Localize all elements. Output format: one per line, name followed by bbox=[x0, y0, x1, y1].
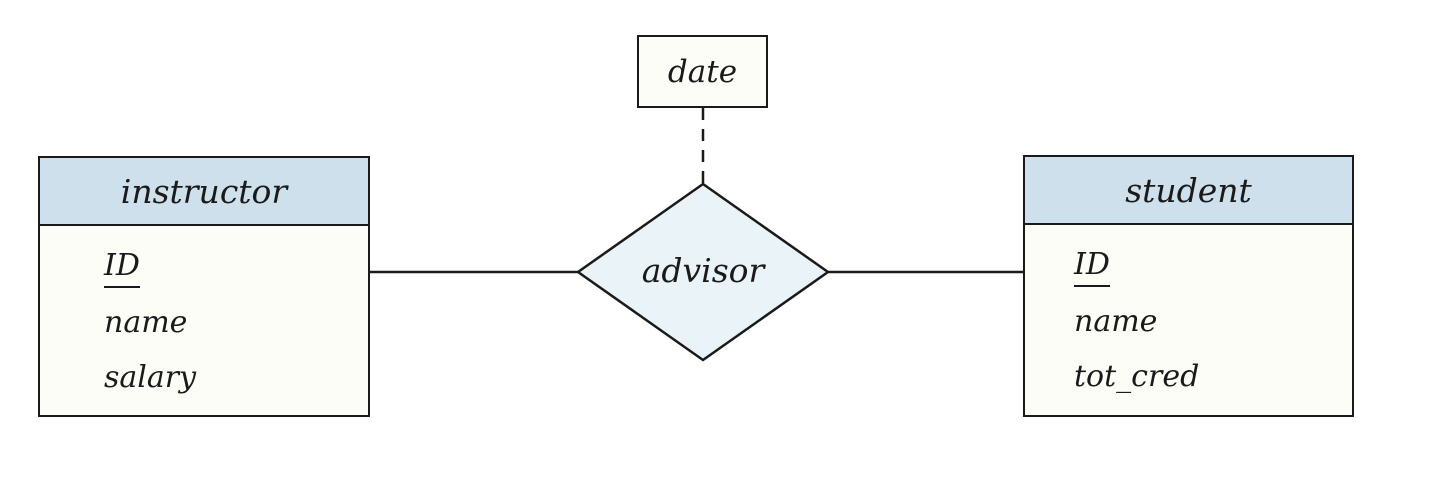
relationship-diamond bbox=[575, 182, 831, 362]
attribute-label-primary-key: ID bbox=[1074, 247, 1110, 287]
attribute-row: ID bbox=[104, 240, 368, 295]
attribute-row: name bbox=[104, 295, 368, 350]
entity-name-student: student bbox=[1125, 170, 1252, 210]
entity-name-instructor: instructor bbox=[120, 171, 288, 211]
attribute-label: tot_cred bbox=[1074, 359, 1200, 394]
entity-attribute-list: ID name salary bbox=[40, 226, 368, 405]
entity-header: student bbox=[1025, 157, 1352, 225]
attribute-label: salary bbox=[104, 360, 197, 395]
descriptive-attribute-box-date: date bbox=[637, 35, 768, 108]
entity-header: instructor bbox=[40, 158, 368, 226]
entity-box-student: student ID name tot_cred bbox=[1023, 155, 1354, 417]
attribute-row: ID bbox=[1074, 239, 1352, 294]
entity-attribute-list: ID name tot_cred bbox=[1025, 225, 1352, 404]
attribute-row: name bbox=[1074, 294, 1352, 349]
attribute-row: salary bbox=[104, 350, 368, 405]
attribute-label-primary-key: ID bbox=[104, 248, 140, 288]
descriptive-attribute-label: date bbox=[667, 53, 738, 90]
relationship-label-advisor: advisor bbox=[641, 251, 765, 290]
entity-box-instructor: instructor ID name salary bbox=[38, 156, 370, 417]
attribute-row: tot_cred bbox=[1074, 349, 1352, 404]
attribute-label: name bbox=[104, 305, 188, 340]
attribute-label: name bbox=[1074, 304, 1158, 339]
